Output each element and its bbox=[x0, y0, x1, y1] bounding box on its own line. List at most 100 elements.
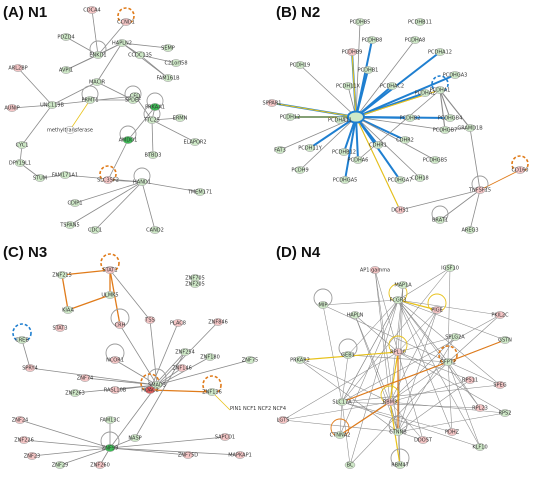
node-label: DDOST bbox=[414, 438, 433, 444]
network-edge bbox=[299, 64, 357, 118]
node-label: BRAT1 bbox=[432, 218, 448, 224]
node-label: KLF10 bbox=[472, 445, 487, 451]
network-node bbox=[120, 18, 132, 26]
node-label: NASP bbox=[128, 436, 141, 442]
network-edge bbox=[397, 309, 438, 433]
node-label: MAP1A bbox=[394, 283, 412, 289]
node-label: MIP bbox=[319, 303, 328, 309]
node-label: FAM161B bbox=[156, 76, 180, 82]
network-node bbox=[102, 176, 114, 184]
node-label: TSS bbox=[144, 318, 154, 324]
node-label: GRAMD1B bbox=[457, 126, 483, 132]
network-edge bbox=[447, 361, 481, 409]
node-label: ZNF99 bbox=[102, 446, 118, 452]
network-node bbox=[346, 48, 358, 56]
network-node bbox=[149, 103, 161, 111]
network-edge bbox=[397, 284, 404, 433]
network-edge bbox=[271, 102, 357, 118]
network-edge bbox=[29, 367, 158, 386]
network-node bbox=[109, 356, 121, 364]
node-label: ZNF136 bbox=[202, 390, 222, 396]
network-node bbox=[69, 389, 81, 397]
network-node bbox=[54, 461, 66, 469]
network-edge bbox=[397, 284, 404, 353]
node-label: PCDHB1 bbox=[358, 68, 379, 74]
network-node bbox=[499, 336, 511, 344]
network-node bbox=[174, 114, 186, 122]
network-edge bbox=[109, 447, 241, 456]
node-label: CCND1 bbox=[117, 20, 135, 26]
node-label: STAT3 bbox=[52, 326, 67, 332]
network-edge bbox=[355, 116, 436, 161]
network-edge bbox=[282, 419, 399, 433]
network-edge bbox=[299, 359, 399, 433]
node-label: PCDH9 bbox=[291, 168, 308, 174]
network-node bbox=[464, 376, 476, 384]
network-edge bbox=[339, 299, 399, 436]
node-label: PCDHGA5 bbox=[333, 178, 358, 184]
network-node bbox=[34, 174, 46, 182]
network-edge bbox=[374, 269, 399, 433]
network-node bbox=[392, 296, 404, 304]
network-node bbox=[349, 311, 361, 319]
network-node bbox=[91, 78, 103, 86]
self-loop bbox=[12, 323, 32, 343]
node-label: TTC25 bbox=[143, 118, 160, 124]
node-label: PRMT1 bbox=[81, 98, 98, 104]
network-node bbox=[514, 166, 526, 174]
network-edge bbox=[397, 336, 456, 353]
node-label: ZNF215 bbox=[52, 273, 72, 279]
network-node bbox=[162, 44, 174, 52]
network-node bbox=[344, 461, 356, 469]
node-label: BC bbox=[347, 463, 354, 469]
node-label: SPDEF bbox=[125, 98, 141, 104]
node-label: PCDHB5 bbox=[350, 20, 371, 26]
network-edge bbox=[355, 116, 421, 179]
network-node bbox=[212, 318, 224, 326]
node-label: AREG3 bbox=[461, 228, 478, 234]
network-edge bbox=[299, 116, 357, 171]
node-label: BTBD3 bbox=[145, 153, 162, 159]
node-label: STUM bbox=[33, 176, 47, 182]
network-edge bbox=[141, 181, 201, 193]
node-label: ZNF226 bbox=[14, 438, 34, 444]
network-node bbox=[189, 138, 201, 146]
node-label: STAT1 bbox=[102, 268, 117, 274]
network-node bbox=[434, 86, 446, 94]
network-node bbox=[194, 188, 206, 196]
network-node bbox=[369, 266, 381, 274]
network-edge bbox=[351, 51, 357, 118]
node-label: PDHZ bbox=[445, 430, 460, 436]
network-node bbox=[494, 381, 506, 389]
node-label: CREB bbox=[15, 338, 29, 344]
network-edge bbox=[139, 54, 177, 64]
node-label: CDCA4 bbox=[83, 8, 100, 14]
network-edge bbox=[341, 299, 399, 403]
node-label: GSTN bbox=[498, 338, 512, 344]
node-label: methyltransferase bbox=[47, 128, 93, 134]
node-label: CTNNB bbox=[389, 430, 407, 436]
network-edge bbox=[322, 304, 343, 403]
network-edge bbox=[439, 89, 446, 131]
network-node bbox=[474, 443, 486, 451]
network-node bbox=[446, 428, 458, 436]
network-edge bbox=[447, 361, 481, 448]
network-edge bbox=[397, 351, 471, 381]
network-node bbox=[317, 301, 329, 309]
network-edge bbox=[397, 412, 506, 433]
network-node bbox=[339, 176, 351, 184]
network-node bbox=[60, 33, 72, 41]
network-edge bbox=[339, 401, 391, 436]
network-node bbox=[151, 381, 163, 389]
node-label: PRKAR2 bbox=[290, 358, 310, 364]
network-edge bbox=[282, 351, 399, 421]
node-label: PDZD4 bbox=[57, 35, 74, 41]
network-node bbox=[146, 116, 158, 124]
node-label: RPS2 bbox=[499, 411, 512, 417]
network-edge bbox=[21, 104, 53, 146]
network-edge bbox=[107, 139, 129, 181]
node-label: ZNF29 bbox=[52, 463, 68, 469]
network-edge bbox=[59, 447, 111, 466]
